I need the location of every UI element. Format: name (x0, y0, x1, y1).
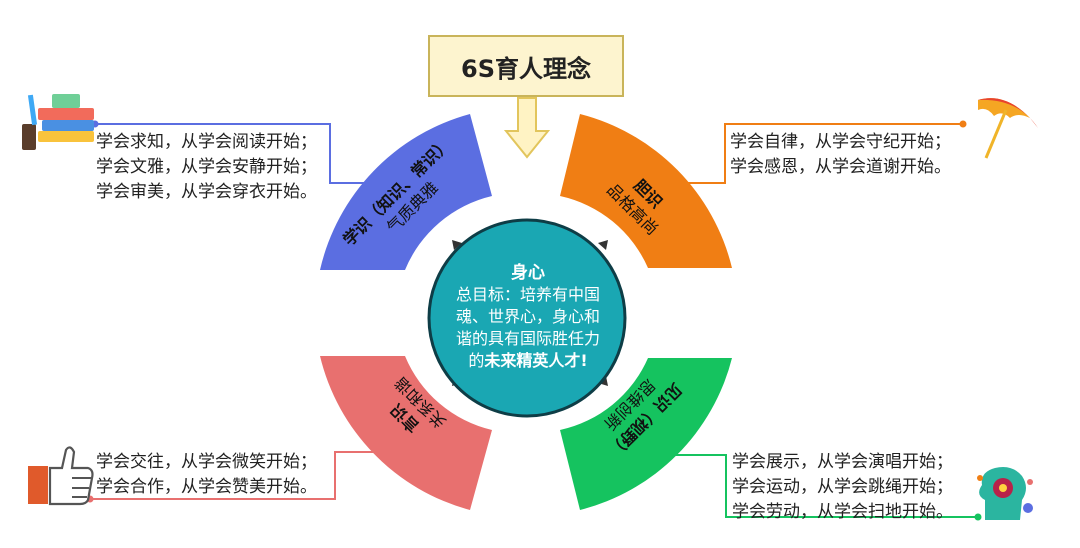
text-block-top-right: 学会自律，从学会守纪开始； 学会感恩，从学会道谢开始。 (730, 130, 951, 180)
connector-bottom-right (668, 454, 978, 518)
center-line-3: 谐的具有国际胜任力 (455, 329, 600, 348)
segment-top-right (560, 114, 732, 268)
segment-bottom-left (320, 356, 492, 510)
connector-dot-top-right (959, 120, 967, 128)
center-text: 身心 总目标：培养有中国 魂、世界心，身心和 谐的具有国际胜任力 的未来精英人才… (432, 262, 624, 372)
center-line-4-emphasis: 未来精英人才! (484, 351, 588, 370)
center-circle (427, 218, 627, 418)
text-line: 学会展示，从学会演唱开始； (732, 452, 953, 472)
text-line: 学会交往，从学会微笑开始； (96, 452, 317, 472)
text-line: 学会自律，从学会守纪开始； (730, 132, 951, 152)
center-line-2: 魂、世界心，身心和 (455, 307, 600, 326)
text-line: 学会劳动，从学会扫地开始。 (732, 502, 953, 522)
arrow-top-left (452, 240, 462, 250)
text-line: 学会感恩，从学会道谢开始。 (730, 157, 951, 177)
text-line: 学会合作，从学会赞美开始。 (96, 477, 317, 497)
text-line: 学会求知，从学会阅读开始； (96, 132, 317, 152)
text-block-bottom-left: 学会交往，从学会微笑开始； 学会合作，从学会赞美开始。 (96, 450, 317, 500)
title-down-arrow (503, 97, 551, 159)
text-block-top-left: 学会求知，从学会阅读开始； 学会文雅，从学会安静开始； 学会审美，从学会穿衣开始… (96, 130, 317, 205)
center-line-1: 总目标：培养有中国 (455, 285, 600, 304)
center-line-4-prefix: 的 (468, 351, 485, 370)
title-box: 6S育人理念 (428, 35, 624, 97)
thumbs-up-icon (28, 446, 94, 506)
segment-top-left (320, 114, 492, 270)
center-heading: 身心 (511, 263, 545, 283)
text-block-bottom-right: 学会展示，从学会演唱开始； 学会运动，从学会跳绳开始； 学会劳动，从学会扫地开始… (732, 450, 953, 525)
segment-bottom-right (560, 358, 732, 510)
umbrella-icon (978, 98, 1038, 159)
text-line: 学会运动，从学会跳绳开始； (732, 477, 953, 497)
connector-bottom-left (90, 451, 390, 500)
connector-top-left (95, 123, 385, 184)
text-line: 学会审美，从学会穿衣开始。 (96, 182, 317, 202)
connector-dot-bottom-right (974, 513, 982, 521)
arrow-top-right (598, 240, 608, 250)
center-line-4: 的未来精英人才! (432, 350, 624, 372)
connector-top-right (668, 123, 963, 184)
text-line: 学会文雅，从学会安静开始； (96, 157, 317, 177)
books-icon (22, 94, 94, 150)
head-gears-icon (977, 467, 1033, 520)
